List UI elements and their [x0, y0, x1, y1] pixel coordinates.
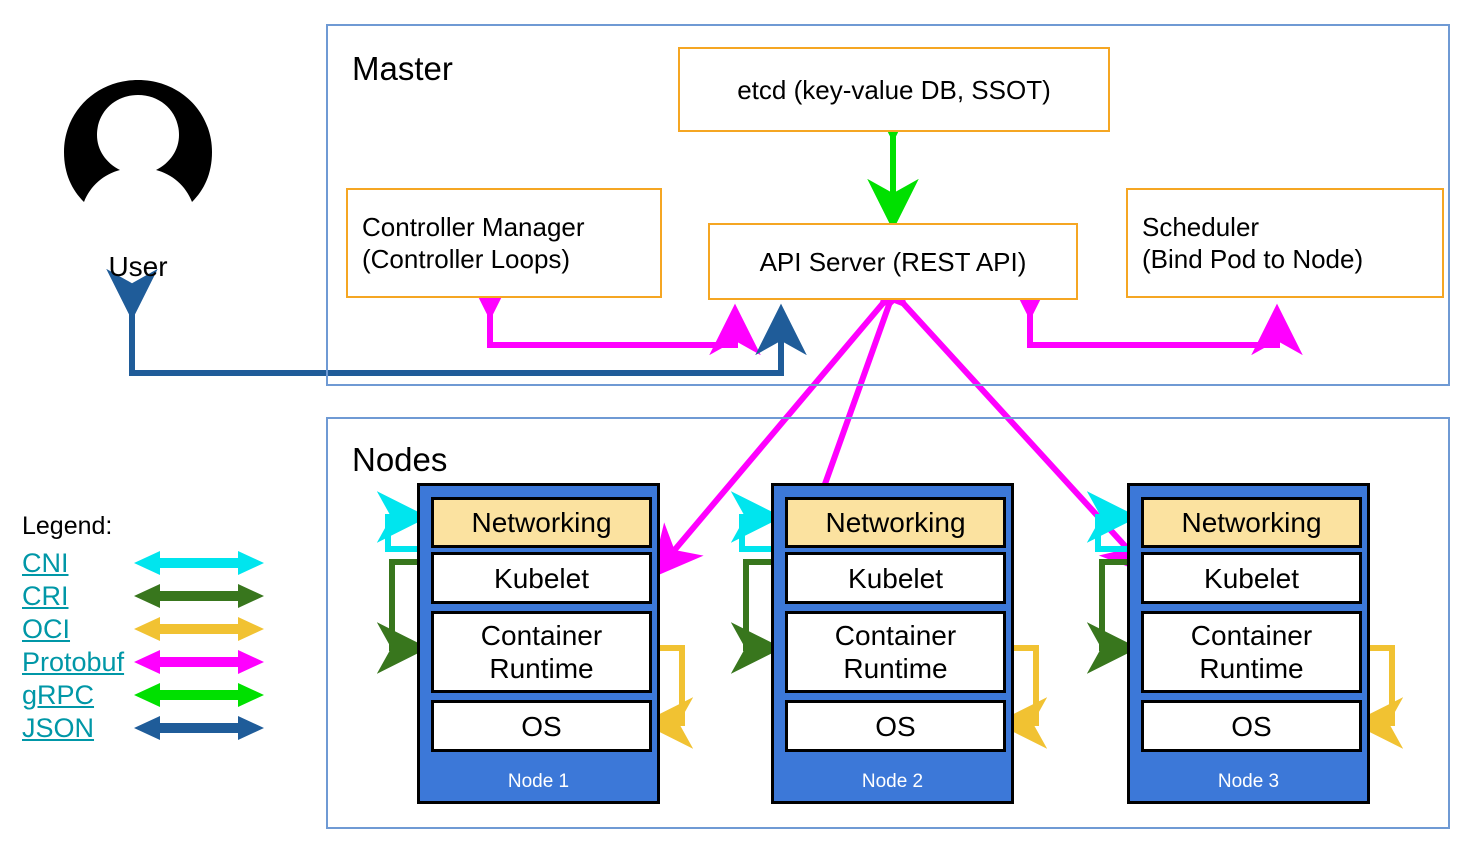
node2-os-label: OS — [875, 710, 916, 742]
legend-title: Legend: — [22, 512, 113, 540]
node3-cr-line1: Container — [1190, 620, 1313, 651]
nodes-group-title: Nodes — [352, 441, 448, 478]
legend-label-oci[interactable]: OCI — [22, 614, 71, 644]
node2-os-layer[interactable]: OS — [785, 700, 1006, 752]
node-card-2[interactable]: Networking Kubelet Container Runtime OS … — [771, 483, 1014, 804]
legend-label-grpc[interactable]: gRPC — [22, 680, 95, 710]
node2-kubelet-label: Kubelet — [848, 562, 943, 594]
node2-networking-layer[interactable]: Networking — [785, 497, 1006, 548]
legend: Legend: CNI CRI OCI Protobuf — [18, 512, 288, 743]
nodes-group — [326, 417, 1450, 829]
node1-cr-line2: Runtime — [489, 653, 594, 684]
node3-networking-layer[interactable]: Networking — [1141, 497, 1362, 548]
legend-label-protobuf[interactable]: Protobuf — [22, 647, 125, 677]
node2-networking-label: Networking — [825, 507, 966, 538]
legend-arrow-cni — [134, 551, 264, 575]
node3-kubelet-label: Kubelet — [1204, 562, 1299, 594]
legend-arrow-grpc — [134, 683, 264, 707]
node1-container-runtime-layer[interactable]: Container Runtime — [431, 611, 652, 693]
master-group-title: Master — [352, 50, 453, 87]
legend-label-cri[interactable]: CRI — [22, 581, 69, 611]
node3-container-runtime-label: Container Runtime — [1191, 619, 1312, 685]
node1-cr-line1: Container — [480, 620, 603, 651]
etcd-box[interactable]: etcd (key-value DB, SSOT) — [678, 47, 1110, 132]
legend-arrow-json — [134, 716, 264, 740]
controller-manager-label: Controller Manager (Controller Loops) — [362, 211, 585, 275]
scheduler-label: Scheduler (Bind Pod to Node) — [1142, 211, 1363, 275]
node3-os-label: OS — [1231, 710, 1272, 742]
master-group — [326, 24, 1450, 386]
legend-arrow-protobuf — [134, 650, 264, 674]
node1-os-label: OS — [521, 710, 562, 742]
scheduler-line2: (Bind Pod to Node) — [1142, 244, 1364, 274]
scheduler-box[interactable]: Scheduler (Bind Pod to Node) — [1126, 188, 1444, 298]
node1-networking-label: Networking — [471, 507, 612, 538]
node3-cr-line2: Runtime — [1199, 653, 1304, 684]
etcd-label: etcd (key-value DB, SSOT) — [737, 74, 1051, 105]
node2-container-runtime-label: Container Runtime — [835, 619, 956, 685]
node3-kubelet-layer[interactable]: Kubelet — [1141, 552, 1362, 604]
scheduler-line1: Scheduler — [1142, 212, 1260, 242]
node-card-1[interactable]: Networking Kubelet Container Runtime OS … — [417, 483, 660, 804]
legend-label-json[interactable]: JSON — [22, 713, 95, 743]
api-server-box[interactable]: API Server (REST API) — [708, 223, 1078, 300]
node3-networking-label: Networking — [1181, 507, 1322, 538]
node1-name-label: Node 1 — [507, 771, 570, 792]
legend-label-cni[interactable]: CNI — [22, 548, 69, 578]
controller-manager-line2: (Controller Loops) — [362, 244, 571, 274]
controller-manager-box[interactable]: Controller Manager (Controller Loops) — [346, 188, 662, 298]
node-card-3[interactable]: Networking Kubelet Container Runtime OS … — [1127, 483, 1370, 804]
node2-container-runtime-layer[interactable]: Container Runtime — [785, 611, 1006, 693]
node3-container-runtime-layer[interactable]: Container Runtime — [1141, 611, 1362, 693]
legend-arrow-cri — [134, 584, 264, 608]
user-avatar-icon — [64, 80, 212, 202]
user-label: User — [108, 251, 168, 282]
legend-arrow-oci — [134, 617, 264, 641]
node1-kubelet-layer[interactable]: Kubelet — [431, 552, 652, 604]
node2-cr-line1: Container — [834, 620, 957, 651]
node1-kubelet-label: Kubelet — [494, 562, 589, 594]
node2-name-label: Node 2 — [861, 771, 924, 792]
controller-manager-line1: Controller Manager — [362, 212, 585, 242]
node1-networking-layer[interactable]: Networking — [431, 497, 652, 548]
node2-cr-line2: Runtime — [843, 653, 948, 684]
node3-name-label: Node 3 — [1217, 771, 1280, 792]
node1-container-runtime-label: Container Runtime — [481, 619, 602, 685]
node1-os-layer[interactable]: OS — [431, 700, 652, 752]
node2-kubelet-layer[interactable]: Kubelet — [785, 552, 1006, 604]
api-server-label: API Server (REST API) — [759, 246, 1027, 277]
node3-os-layer[interactable]: OS — [1141, 700, 1362, 752]
